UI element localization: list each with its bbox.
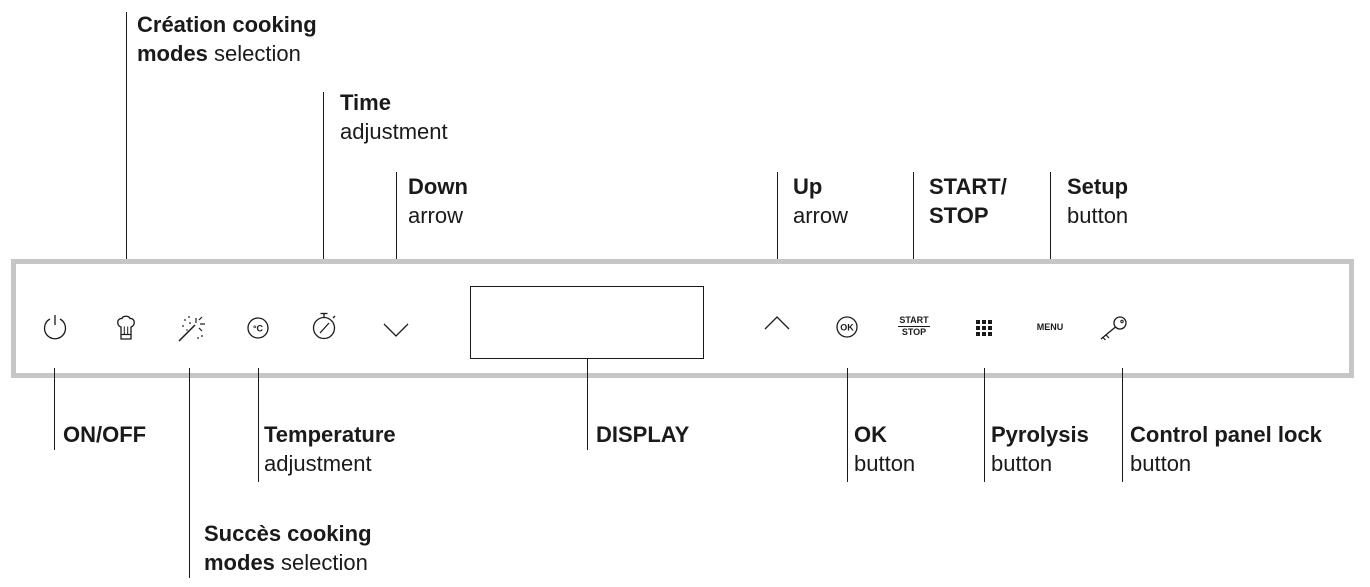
label-time-adjustment: Time adjustment	[340, 90, 448, 144]
timer-icon[interactable]	[310, 310, 338, 342]
label-on-off: ON/OFF	[63, 422, 147, 447]
magic-wand-icon[interactable]	[176, 314, 206, 344]
leader-display	[587, 359, 588, 450]
label-setup-button: Setup button	[1067, 174, 1129, 228]
leader-time	[323, 92, 324, 288]
up-arrow-icon[interactable]	[763, 314, 791, 332]
temperature-icon[interactable]: °C	[246, 316, 270, 340]
stop-text: STOP	[901, 327, 927, 337]
display-screen	[470, 286, 704, 359]
menu-icon[interactable]: MENU	[1030, 322, 1070, 332]
leader-lock	[1122, 368, 1123, 482]
start-stop-icon[interactable]: START STOP	[898, 315, 930, 337]
menu-text: MENU	[1036, 322, 1064, 332]
leader-down	[396, 172, 397, 288]
control-panel	[11, 259, 1354, 378]
pyrolysis-grid-icon[interactable]	[974, 318, 994, 338]
label-control-panel-lock: Control panel lock button	[1130, 422, 1322, 476]
leader-creation	[126, 12, 127, 288]
label-display: DISPLAY	[596, 422, 690, 447]
label-succes-cooking-modes: Succès cooking modes selection	[204, 521, 372, 575]
leader-ok	[847, 368, 848, 482]
leader-pyrolysis	[984, 368, 985, 482]
label-start-stop: START/ STOP	[929, 174, 1007, 228]
temperature-icon-text: °C	[253, 324, 264, 334]
label-creation-cooking-modes: Création cooking modes selection	[137, 12, 317, 66]
leader-up	[777, 172, 778, 288]
leader-setup	[1050, 172, 1051, 288]
label-down-arrow: Down arrow	[408, 174, 468, 228]
leader-start-stop	[913, 172, 914, 288]
chef-hat-icon[interactable]	[114, 314, 138, 342]
label-temperature-adjustment: Temperature adjustment	[264, 422, 396, 476]
ok-icon[interactable]: OK	[835, 315, 859, 339]
leader-temperature	[258, 368, 259, 482]
leader-succes	[189, 368, 190, 578]
label-up-arrow: Up arrow	[793, 174, 849, 228]
label-ok-button: OK button	[854, 422, 916, 476]
leader-onoff	[54, 368, 55, 450]
start-text: START	[898, 315, 930, 327]
down-arrow-icon[interactable]	[382, 321, 410, 339]
label-pyrolysis-button: Pyrolysis button	[991, 422, 1089, 476]
ok-icon-text: OK	[840, 323, 854, 333]
key-icon[interactable]	[1097, 313, 1131, 343]
power-icon[interactable]	[41, 312, 69, 342]
